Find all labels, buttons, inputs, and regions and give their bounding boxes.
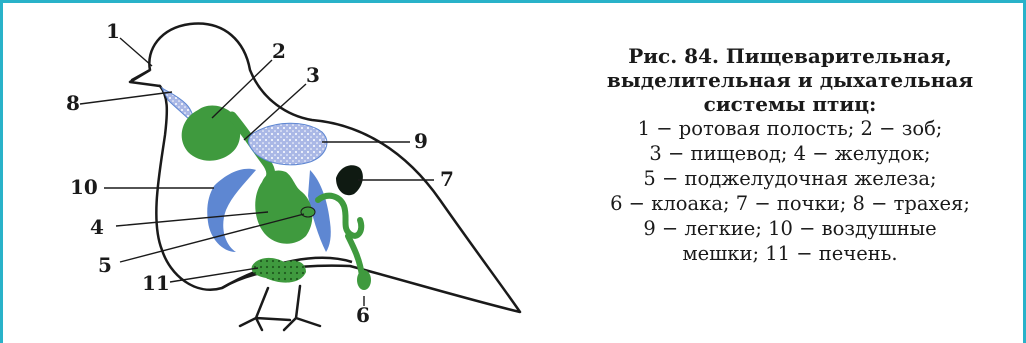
caption-title-line: Рис. 84. Пищеварительная, — [600, 44, 980, 68]
bird-anatomy-diagram: 1 2 3 4 5 6 7 8 9 10 11 — [0, 0, 560, 343]
cloaca — [357, 270, 371, 290]
caption-legend-line: 5 − поджелудочная железа; — [600, 166, 980, 191]
caption-legend-line: 9 − легкие; 10 − воздушные — [600, 216, 980, 241]
leader-line-1 — [120, 38, 152, 66]
label-7: 7 — [440, 167, 454, 191]
label-6: 6 — [356, 303, 370, 327]
label-8: 8 — [66, 91, 80, 115]
label-9: 9 — [414, 129, 428, 153]
label-3: 3 — [306, 63, 320, 87]
label-10: 10 — [70, 175, 98, 199]
pancreas — [301, 207, 315, 217]
leader-line-8 — [80, 92, 172, 104]
bird-body-outline — [132, 24, 520, 312]
caption-title-line: системы птиц: — [600, 92, 980, 116]
caption-legend-line: 3 − пищевод; 4 − желудок; — [600, 141, 980, 166]
label-1: 1 — [106, 19, 120, 43]
caption-title-line: выделительная и дыхательная — [600, 68, 980, 92]
left-leg — [240, 288, 290, 330]
caption-legend-line: 6 − клоака; 7 − почки; 8 − трахея; — [600, 191, 980, 216]
caption-legend-line: 1 − ротовая полость; 2 − зоб; — [600, 116, 980, 141]
right-leg — [284, 286, 320, 330]
liver — [252, 258, 306, 283]
label-2: 2 — [272, 39, 286, 63]
label-4: 4 — [90, 215, 104, 239]
caption-legend-line: мешки; 11 − печень. — [600, 241, 980, 266]
label-5: 5 — [98, 253, 112, 277]
label-11: 11 — [142, 271, 170, 295]
figure-caption: Рис. 84. Пищеварительная, выделительная … — [600, 44, 980, 266]
